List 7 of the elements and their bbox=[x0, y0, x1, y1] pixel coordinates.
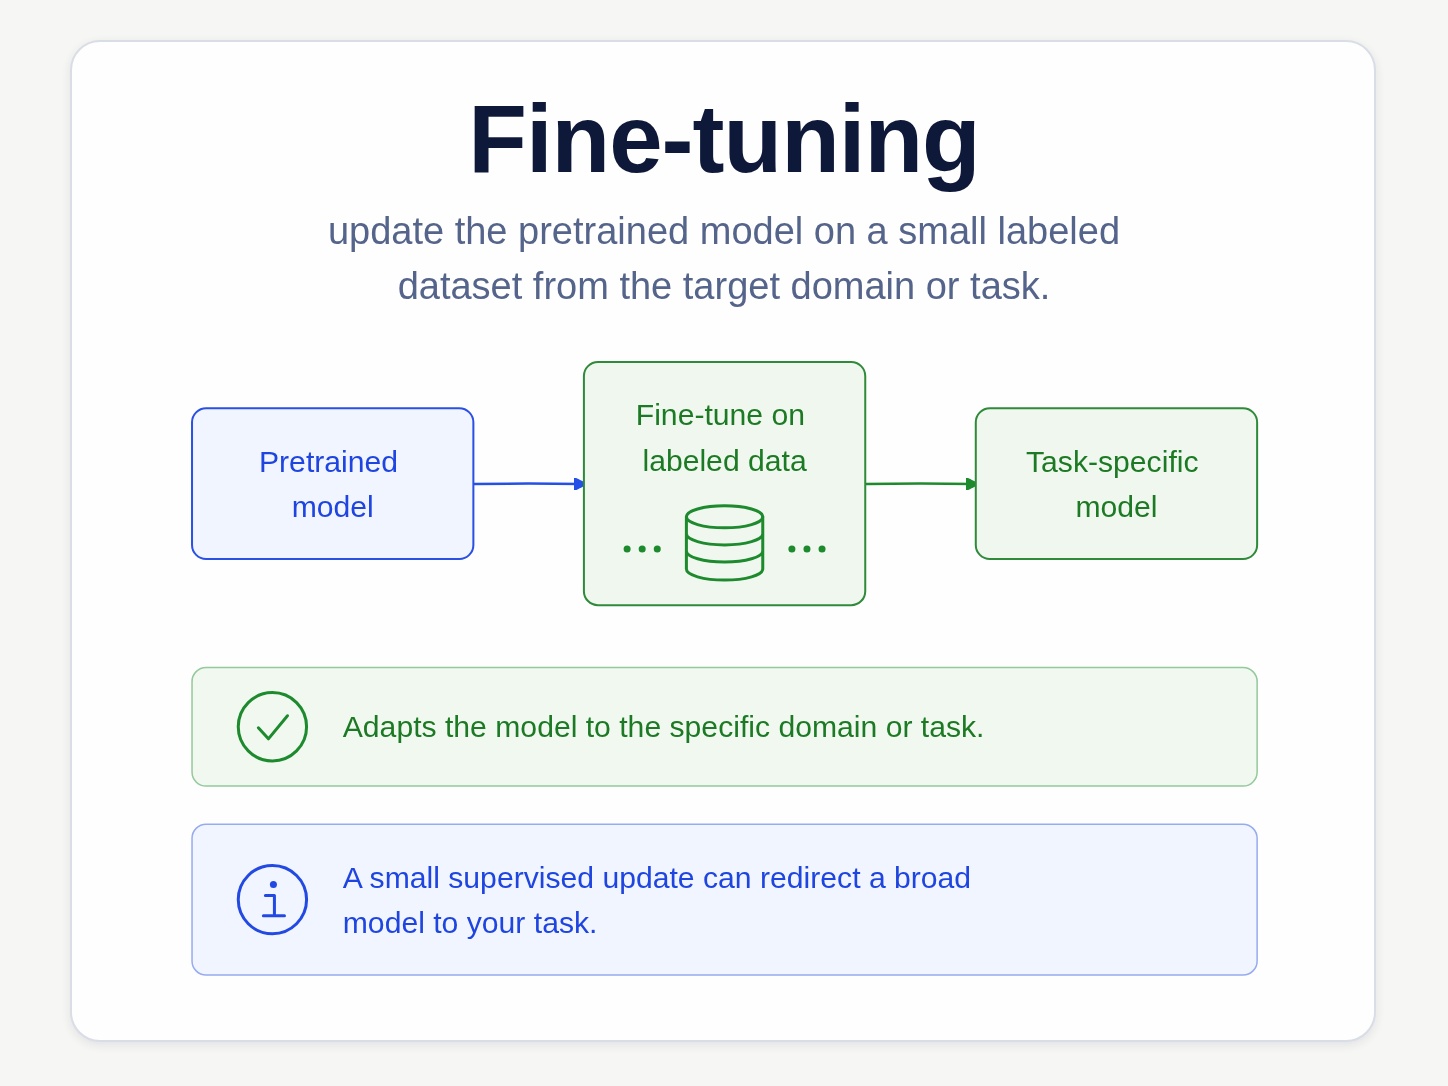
node-box: Pretrained model bbox=[191, 407, 475, 560]
node-box: Task-specific model bbox=[975, 407, 1259, 560]
node-box: A small supervised update can redirect a broad model to your task. bbox=[191, 823, 1259, 976]
node-box: Fine-tune on labeled data bbox=[583, 361, 867, 607]
node-box: Adapts the model to the specific domain or task. bbox=[191, 666, 1259, 787]
subtitle: update the pretrained model on a small labeled dataset from the target domain or task. bbox=[326, 209, 1122, 310]
title: Fine-tuning bbox=[467, 86, 981, 192]
